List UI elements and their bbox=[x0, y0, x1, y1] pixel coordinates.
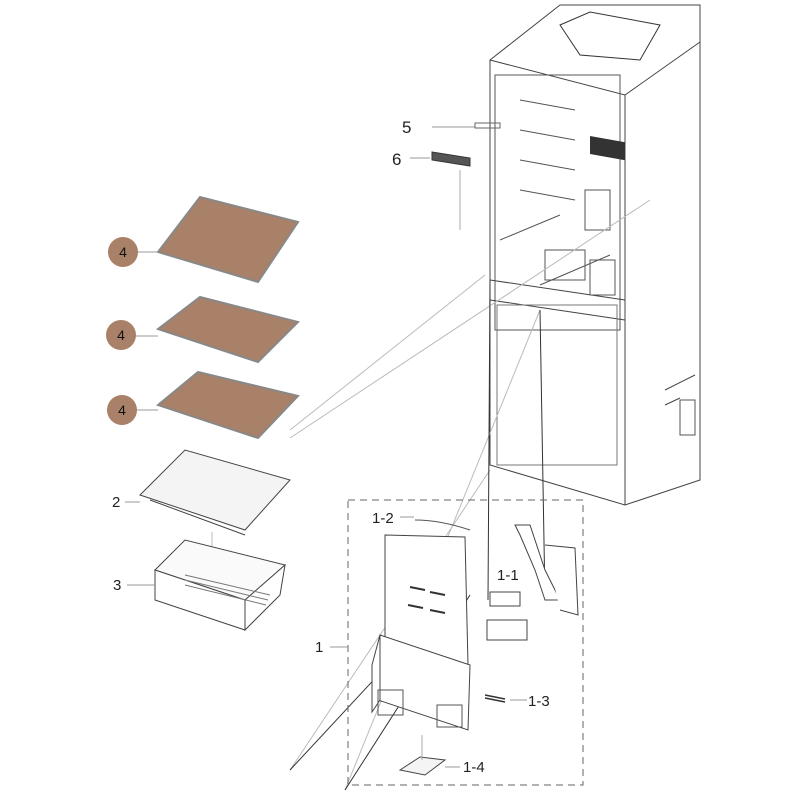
badge-shelf-2: 4 bbox=[106, 320, 136, 350]
refrigerator-cabinet bbox=[489, 4, 701, 506]
label-part-1-2: 1-2 bbox=[372, 510, 394, 527]
label-part-1-3: 1-3 bbox=[528, 693, 550, 710]
label-part-1-4: 1-4 bbox=[463, 759, 485, 776]
label-part-1: 1 bbox=[315, 639, 324, 656]
assembly-1-boundary bbox=[347, 499, 584, 786]
badge-shelf-3: 4 bbox=[107, 395, 137, 425]
part-5 bbox=[474, 122, 501, 129]
label-part-6: 6 bbox=[392, 150, 402, 169]
part-6 bbox=[431, 151, 471, 167]
label-part-1-1: 1-1 bbox=[497, 567, 519, 584]
glass-shelves bbox=[130, 195, 300, 440]
assembly-1-parts bbox=[371, 516, 579, 776]
label-part-3: 3 bbox=[113, 577, 122, 594]
badge-shelf-1-text: 4 bbox=[119, 244, 127, 260]
crisper-drawer bbox=[127, 539, 287, 632]
label-part-5: 5 bbox=[402, 118, 412, 137]
label-part-2: 2 bbox=[112, 494, 121, 511]
badge-shelf-3-text: 4 bbox=[118, 402, 126, 418]
crisper-cover bbox=[125, 449, 291, 585]
badge-shelf-2-text: 4 bbox=[117, 327, 125, 343]
badge-shelf-1: 4 bbox=[108, 237, 138, 267]
